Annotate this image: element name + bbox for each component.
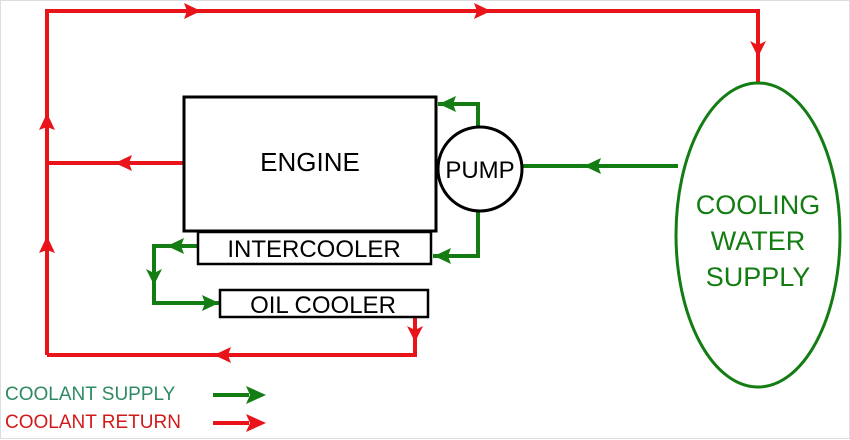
intercooler-block: INTERCOOLER xyxy=(196,230,433,266)
supply-arrow-to-engine xyxy=(439,96,456,112)
tank-label-line-3: SUPPLY xyxy=(706,262,811,292)
legend-supply-label: COOLANT SUPPLY xyxy=(5,384,176,405)
oil-cooler-block: OIL COOLER xyxy=(218,288,430,319)
engine-block: ENGINE xyxy=(182,95,438,233)
legend-supply-arrow xyxy=(213,386,266,404)
legend-return-arrow xyxy=(213,414,266,432)
return-line-oil-cooler-outlet xyxy=(47,317,417,357)
return-arrow-up-2 xyxy=(39,236,55,253)
supply-arrow-to-oil-cooler xyxy=(202,295,219,311)
supply-arrow-to-intercooler xyxy=(434,248,451,264)
supply-arrow-down xyxy=(146,269,162,285)
engine-label: ENGINE xyxy=(260,147,360,177)
oil-cooler-label: OIL COOLER xyxy=(250,292,396,319)
return-arrow-bottom-left xyxy=(214,347,231,363)
return-arrow-down-to-supply xyxy=(750,41,766,57)
supply-line-pump-to-intercooler xyxy=(433,211,480,258)
supply-arrow-to-pump xyxy=(584,158,601,174)
return-arrow-engine-left xyxy=(115,155,132,171)
cooling-water-supply-tank: COOLING WATER SUPPLY xyxy=(674,81,842,389)
intercooler-label: INTERCOOLER xyxy=(227,236,400,263)
return-arrow-oil-down xyxy=(407,326,423,342)
tank-label-line-1: COOLING xyxy=(696,190,821,220)
supply-arrow-intercooler-left xyxy=(167,238,184,254)
legend-return-label: COOLANT RETURN xyxy=(5,412,181,433)
pump: PUMP xyxy=(436,125,524,213)
return-arrow-up-1 xyxy=(39,113,55,130)
tank-label-line-2: WATER xyxy=(711,226,806,256)
pump-label: PUMP xyxy=(445,157,514,184)
supply-line-pump-to-engine xyxy=(438,102,480,127)
return-arrow-top-1 xyxy=(184,3,201,19)
return-arrow-top-2 xyxy=(474,3,491,19)
